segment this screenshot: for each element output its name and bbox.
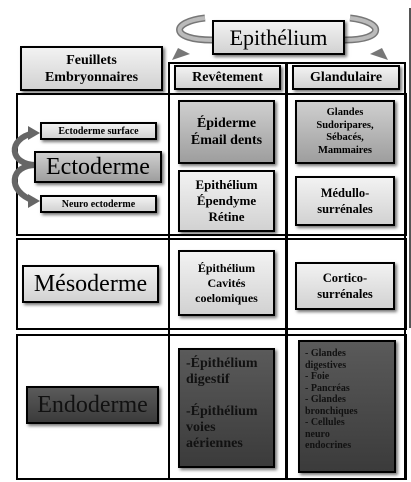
mesoderme-row-frame [16, 238, 407, 330]
curved-arrows-icon [172, 14, 388, 60]
endoderme-row-frame [16, 334, 407, 480]
glandulaire-header: Glandulaire [292, 65, 400, 90]
right-edge-line [409, 8, 411, 328]
revetement-header: Revêtement [174, 65, 281, 90]
ectoderme-label: Ectoderme [34, 151, 162, 183]
ectoderme-row-frame [16, 93, 407, 236]
ectoderme-surface-revetement: Épiderme Émail dents [178, 100, 275, 164]
epithelium-header: Epithélium [212, 20, 345, 55]
feuillets-header: Feuillets Embryonnaires [20, 46, 163, 91]
mesoderme-glandulaire: Cortico- surrénales [295, 262, 395, 310]
neuro-ectoderme-glandulaire: Médullo- surrénales [295, 176, 395, 226]
ectoderme-surface-glandulaire: Glandes Sudoripares, Sébacés, Mammaires [295, 100, 395, 164]
neuro-ectoderme-revetement: Epithélium Épendyme Rétine [178, 170, 275, 232]
mesoderme-revetement: Épithélium Cavités coelomiques [178, 250, 275, 316]
neuro-ectoderme-label: Neuro ectoderme [40, 195, 157, 213]
endoderme-glandulaire: - Glandes digestives - Foie - Pancréas -… [298, 340, 396, 473]
mesoderme-label: Mésoderme [22, 265, 159, 303]
endoderme-label: Endoderme [26, 386, 159, 424]
ectoderme-branch-arrows-icon [11, 126, 40, 208]
endoderme-revetement: -Épithélium digestif -Épithélium voies a… [178, 348, 275, 468]
ectoderme-surface-label: Ectoderme surface [40, 122, 157, 140]
